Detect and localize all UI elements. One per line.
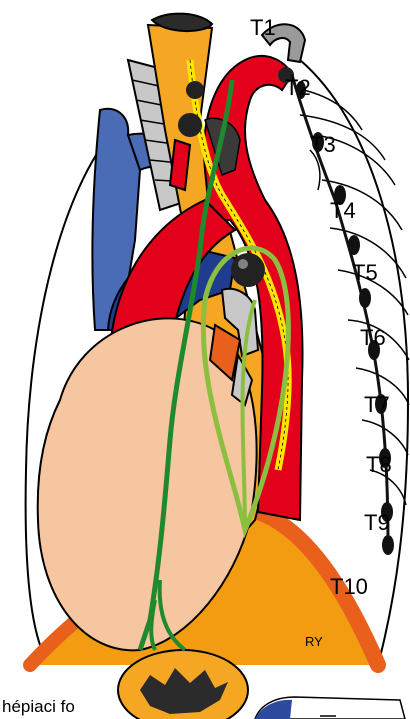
caption-cut-text: hépiaci fo — [2, 697, 75, 717]
lymph-node — [178, 113, 202, 137]
lymph-node — [186, 81, 204, 99]
lymph-node — [231, 253, 265, 287]
vertebra-label-t6: T6 — [360, 325, 386, 350]
vertebra-label-t8: T8 — [366, 452, 392, 477]
vertebra-label-t3: T3 — [310, 132, 336, 157]
vertebra-label-t1: T1 — [250, 15, 276, 40]
vertebra-label-t7: T7 — [364, 392, 390, 417]
vertebra-label-t5: T5 — [352, 260, 378, 285]
vertebra-label-t10: T10 — [330, 574, 368, 599]
vertebra-label-t2: T2 — [285, 75, 311, 100]
vertebra-label-t9: T9 — [364, 510, 390, 535]
vertebra-label-t4: T4 — [330, 198, 356, 223]
diaphragm-label: RY — [305, 634, 323, 649]
